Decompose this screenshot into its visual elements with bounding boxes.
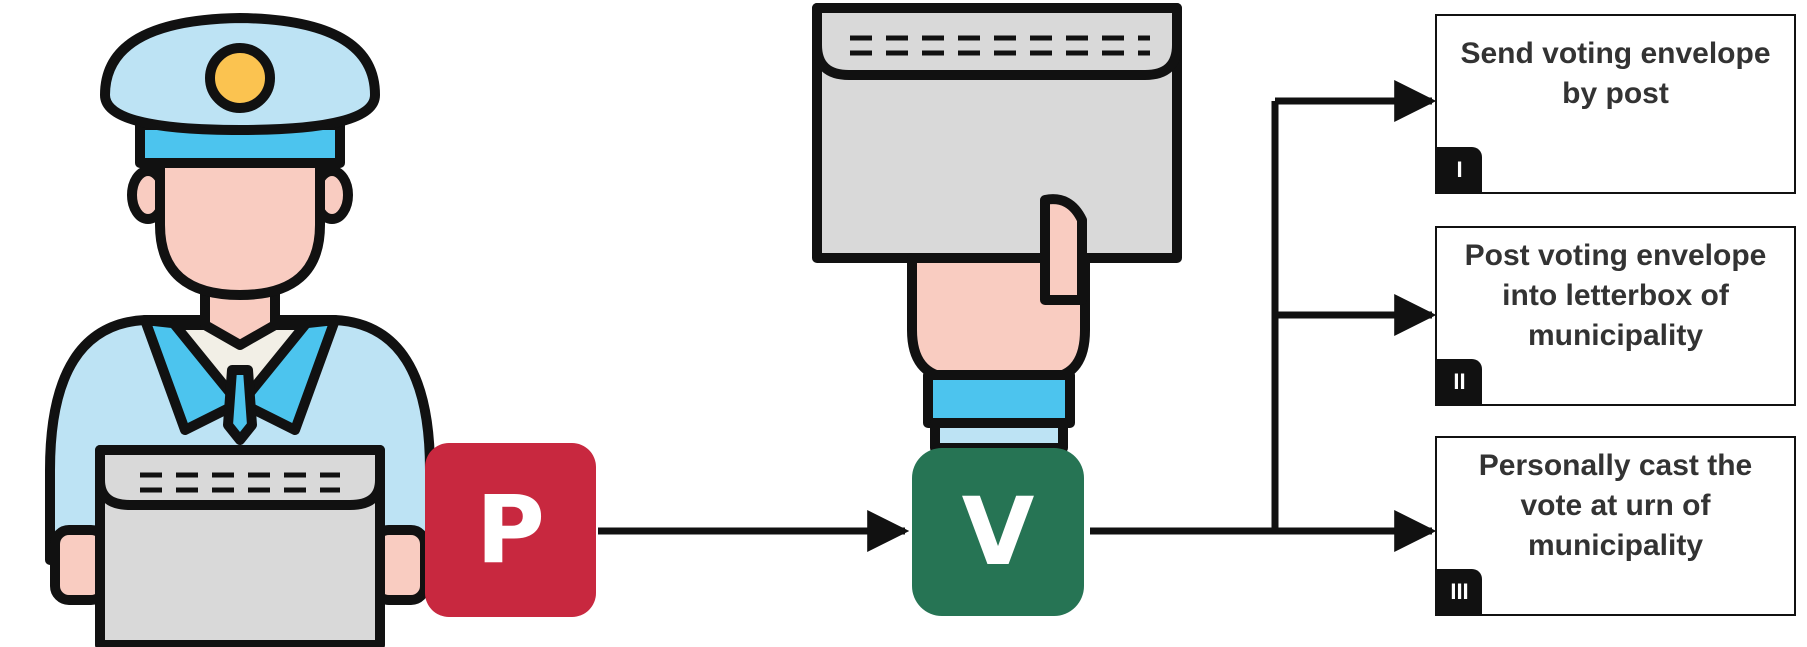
option-box-3: Personally cast the vote at urn of munic…	[1435, 436, 1796, 616]
v-badge: V	[912, 448, 1084, 616]
option-3-text: Personally cast the vote at urn of munic…	[1478, 449, 1753, 562]
option-1-tag: I	[1437, 147, 1482, 192]
option-2-text: Post voting envelope into letterbox of m…	[1464, 239, 1767, 352]
p-badge: P	[425, 443, 596, 617]
option-2-tag: II	[1437, 359, 1482, 404]
hand-envelope-icon	[812, 3, 1182, 453]
flow-arrows	[598, 80, 1437, 552]
hand-envelope-dashes	[850, 35, 1150, 56]
option-3-tag: III	[1437, 569, 1482, 614]
option-box-1: Send voting envelope by post I	[1435, 14, 1796, 194]
option-box-2: Post voting envelope into letterbox of m…	[1435, 226, 1796, 406]
option-1-text: Send voting envelope by post	[1460, 37, 1771, 110]
postman-icon	[45, 13, 435, 647]
